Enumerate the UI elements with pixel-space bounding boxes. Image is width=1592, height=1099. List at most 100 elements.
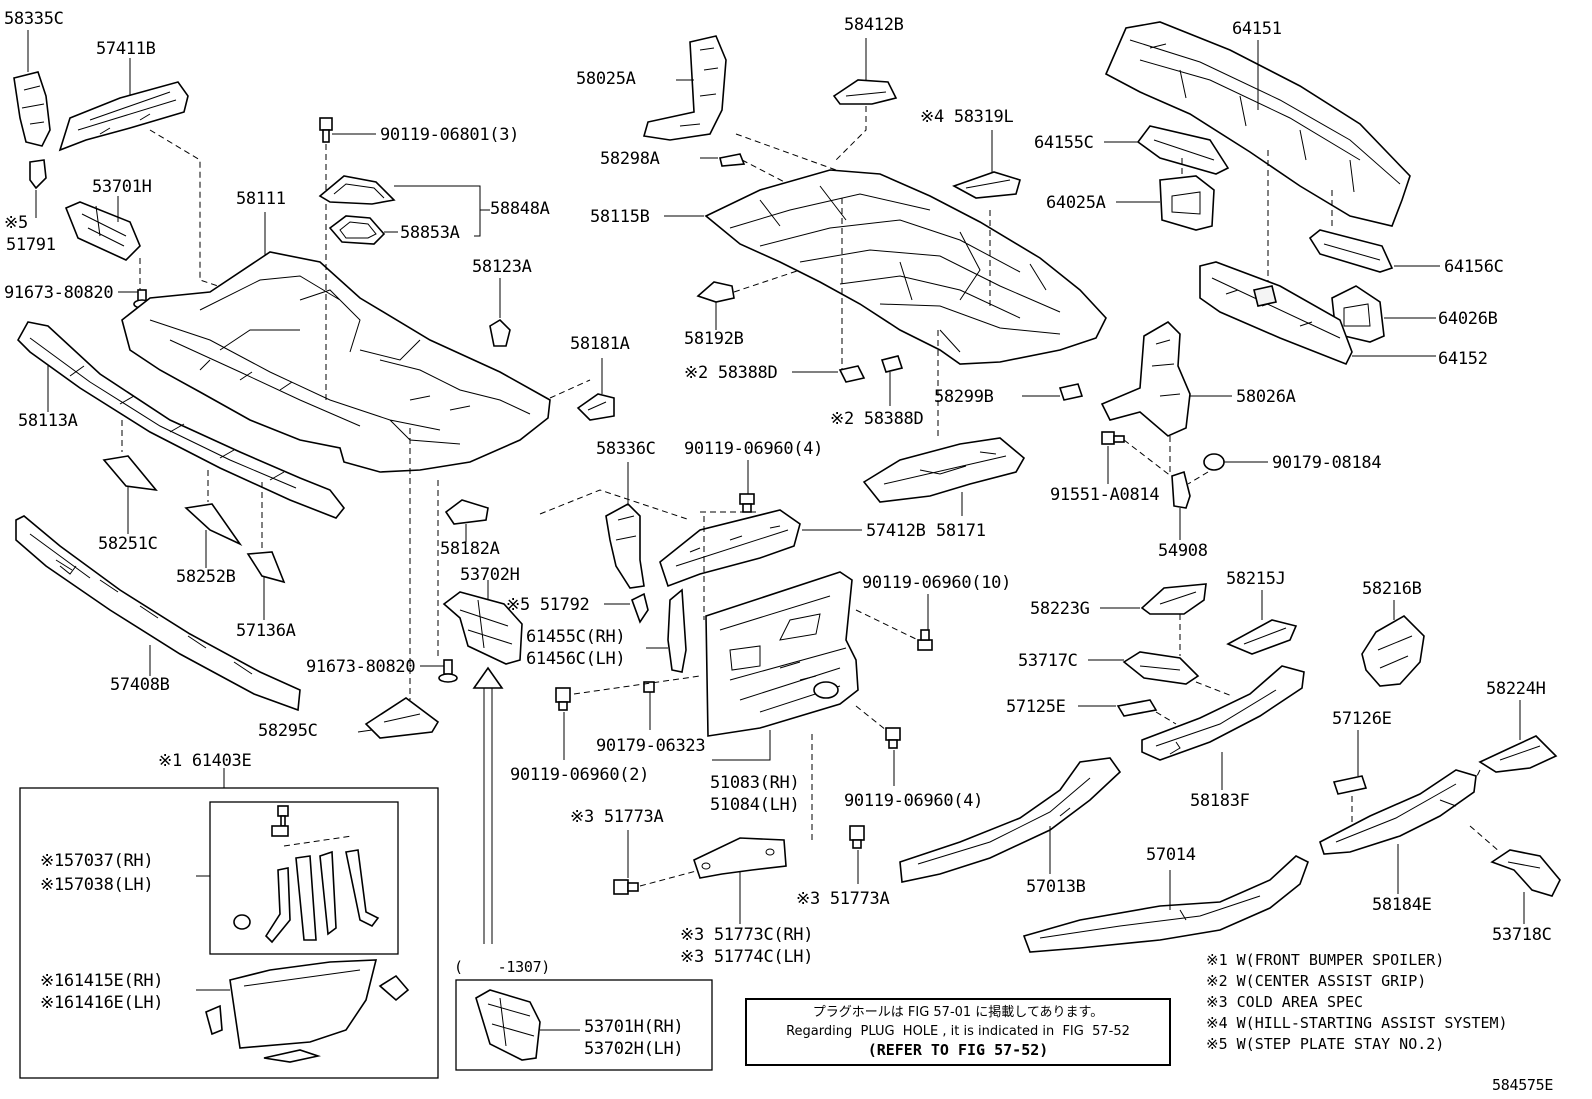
bolt-90119-06960-4-a (739, 493, 755, 513)
part-53717c (1122, 651, 1200, 685)
note-2: ※2 W(CENTER ASSIST GRIP) (1206, 972, 1427, 990)
label-90119-06960-10[interactable]: 90119-06960(10) (862, 573, 1012, 593)
label-90119-06960-2[interactable]: 90119-06960(2) (510, 765, 650, 785)
part-57408b-front-cross-member (15, 515, 301, 712)
label-58182a[interactable]: 58182A (440, 539, 500, 559)
label-58171[interactable]: 58171 (936, 521, 986, 541)
bolt-90119-06801 (319, 117, 333, 143)
part-57013b-rocker (899, 757, 1122, 883)
bolt-91673-b (438, 659, 458, 683)
label-64156c[interactable]: 64156C (1444, 257, 1504, 277)
label-90119-06960-4-a[interactable]: 90119-06960(4) (684, 439, 824, 459)
label-57126e[interactable]: 57126E (1332, 709, 1392, 729)
label-58252b[interactable]: 58252B (176, 567, 236, 587)
label-58111[interactable]: 58111 (236, 189, 286, 209)
part-57125e (1116, 699, 1158, 717)
label-53702h-lh[interactable]: 53702H(LH) (584, 1039, 684, 1059)
label-58183f[interactable]: 58183F (1190, 791, 1250, 811)
label-58113a[interactable]: 58113A (18, 411, 78, 431)
label-51791[interactable]: 51791 (6, 235, 56, 255)
label-90179-08184[interactable]: 90179-08184 (1272, 453, 1382, 473)
label-61403e[interactable]: ※1 61403E (158, 751, 252, 771)
part-57411b (58, 81, 189, 152)
label-54908[interactable]: 54908 (1158, 541, 1208, 561)
label-58295c[interactable]: 58295C (258, 721, 318, 741)
label-61415e[interactable]: ※161415E(RH) (40, 971, 164, 991)
part-58025a (642, 35, 727, 141)
label-64155c[interactable]: 64155C (1034, 133, 1094, 153)
label-51773a-b[interactable]: ※3 51773A (796, 889, 890, 909)
label-57411b[interactable]: 57411B (96, 39, 156, 59)
label-58026a[interactable]: 58026A (1236, 387, 1296, 407)
label-58181a[interactable]: 58181A (570, 334, 630, 354)
label-58853a[interactable]: 58853A (400, 223, 460, 243)
label-90179-06323[interactable]: 90179-06323 (596, 736, 706, 756)
label-58299b[interactable]: 58299B (934, 387, 994, 407)
label-51773c[interactable]: ※3 51773C(RH) (680, 925, 814, 945)
label-91673-80820-b[interactable]: 91673-80820 (306, 657, 416, 677)
label-64025a[interactable]: 64025A (1046, 193, 1106, 213)
label-57038[interactable]: ※157038(LH) (40, 875, 154, 895)
bolt-51773a-a (613, 879, 639, 895)
label-58251c[interactable]: 58251C (98, 534, 158, 554)
label-64152[interactable]: 64152 (1438, 349, 1488, 369)
part-54908 (1171, 470, 1191, 509)
label-57412b[interactable]: 57412B (866, 521, 926, 541)
label-53717c[interactable]: 53717C (1018, 651, 1078, 671)
label-58025a[interactable]: 58025A (576, 69, 636, 89)
part-58223g (1140, 583, 1207, 615)
note-5: ※5 W(STEP PLATE STAY NO.2) (1206, 1035, 1445, 1053)
label-53702h[interactable]: 53702H (460, 565, 520, 585)
label-53701h[interactable]: 53701H (92, 177, 152, 197)
label-51773a-a[interactable]: ※3 51773A (570, 807, 664, 827)
label-64151[interactable]: 64151 (1232, 19, 1282, 39)
label-51792[interactable]: ※5 51792 (506, 595, 590, 615)
label-57013b[interactable]: 57013B (1026, 877, 1086, 897)
label-57408b[interactable]: 57408B (110, 675, 170, 695)
label-61455c[interactable]: 61455C(RH) (526, 627, 626, 647)
part-58184e (1319, 769, 1477, 855)
label-57037[interactable]: ※157037(RH) (40, 851, 154, 871)
part-58111-front-floor (121, 251, 551, 473)
label-58215j[interactable]: 58215J (1226, 569, 1286, 589)
label-58192b[interactable]: 58192B (684, 329, 744, 349)
label-51084[interactable]: 51084(LH) (710, 795, 800, 815)
label-58336c[interactable]: 58336C (596, 439, 656, 459)
part-57014-rocker (1022, 855, 1309, 953)
label-51774c[interactable]: ※3 51774C(LH) (680, 947, 814, 967)
label-58388d-b[interactable]: ※2 58388D (830, 409, 924, 429)
part-58848a (318, 175, 396, 205)
label-57014[interactable]: 57014 (1146, 845, 1196, 865)
label-58335c[interactable]: 58335C (4, 9, 64, 29)
bolt-90119-06960-2 (555, 687, 571, 711)
label-90119-06960-4-b[interactable]: 90119-06960(4) (844, 791, 984, 811)
label-58319l[interactable]: ※4 58319L (920, 107, 1014, 127)
label-61456c[interactable]: 61456C(LH) (526, 649, 626, 669)
label-58388d-a[interactable]: ※2 58388D (684, 363, 778, 383)
label-58216b[interactable]: 58216B (1362, 579, 1422, 599)
label-53718c[interactable]: 53718C (1492, 925, 1552, 945)
label-91551-a0814[interactable]: 91551-A0814 (1050, 485, 1160, 505)
reference-fig-link[interactable]: (REFER TO FIG 57-52) (867, 1041, 1049, 1059)
part-58113a-cross-member (17, 321, 346, 519)
label-61416e[interactable]: ※161416E(LH) (40, 993, 164, 1013)
label-57136a[interactable]: 57136A (236, 621, 296, 641)
label-58223g[interactable]: 58223G (1030, 599, 1090, 619)
label-58848a[interactable]: 58848A (490, 199, 550, 219)
label-90119-06801[interactable]: 90119-06801(3) (380, 125, 520, 145)
label-58224h[interactable]: 58224H (1486, 679, 1546, 699)
label-58298a[interactable]: 58298A (600, 149, 660, 169)
label-53701h-rh[interactable]: 53701H(RH) (584, 1017, 684, 1037)
part-53718c (1490, 849, 1561, 897)
label-51083[interactable]: 51083(RH) (710, 773, 800, 793)
clip-90179-06323 (643, 681, 655, 693)
label-58115b[interactable]: 58115B (590, 207, 650, 227)
label-58184e[interactable]: 58184E (1372, 895, 1432, 915)
part-64151 (1104, 21, 1411, 227)
label-57125e[interactable]: 57125E (1006, 697, 1066, 717)
bolt-51773a-b (849, 825, 865, 849)
label-58412b[interactable]: 58412B (844, 15, 904, 35)
label-64026b[interactable]: 64026B (1438, 309, 1498, 329)
label-58123a[interactable]: 58123A (472, 257, 532, 277)
label-91673-80820-a[interactable]: 91673-80820 (4, 283, 114, 303)
